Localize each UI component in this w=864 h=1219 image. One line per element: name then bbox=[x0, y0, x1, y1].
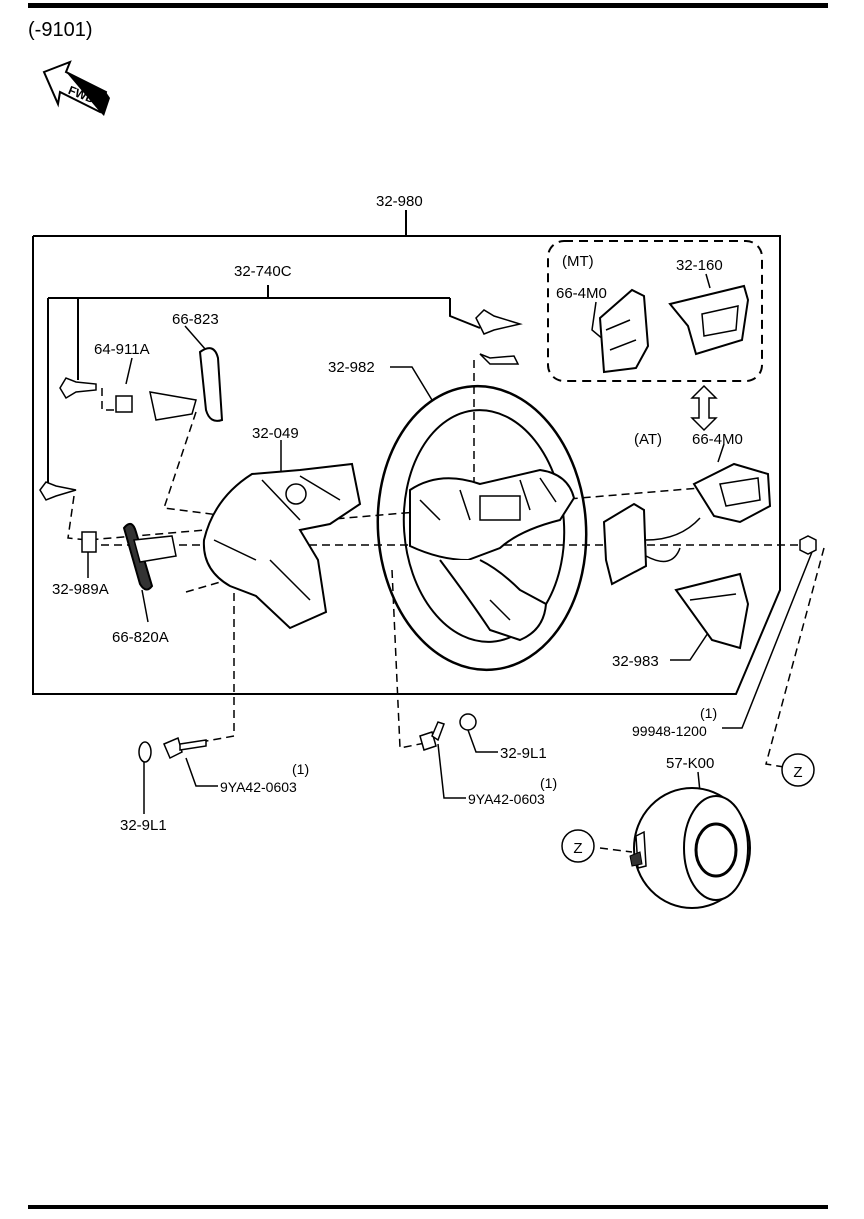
callout-lower-cover: 32-983 bbox=[612, 653, 659, 670]
top-rule bbox=[28, 3, 828, 8]
fastener-drawings bbox=[138, 535, 817, 763]
mt-variant-label: (MT) bbox=[562, 253, 594, 270]
zone-marker-a-label: Z bbox=[793, 764, 802, 781]
zone-marker-circle-b: Z bbox=[561, 829, 595, 863]
mt-bezel-drawing bbox=[668, 284, 750, 356]
callout-steering-assembly: 32-980 bbox=[376, 193, 423, 210]
at-variant-label: (AT) bbox=[634, 431, 662, 448]
zone-marker-circle-a: Z bbox=[781, 753, 815, 787]
mt-switch-drawing bbox=[598, 288, 650, 374]
callout-bolt-center: 9YA42-0603 bbox=[468, 791, 545, 807]
paddle-66-820A-drawing bbox=[122, 522, 177, 591]
callout-mt-switch: 66-4M0 bbox=[556, 285, 607, 302]
callout-airbag: 57-K00 bbox=[666, 755, 714, 772]
callout-cap-right: 32-9L1 bbox=[500, 745, 547, 762]
callout-at-switch: 66-4M0 bbox=[692, 431, 743, 448]
nut-qty: (1) bbox=[700, 705, 717, 721]
lower-cover-drawing bbox=[674, 572, 750, 650]
assembly-frame bbox=[32, 210, 781, 695]
callout-paddle-right: 66-823 bbox=[172, 311, 219, 328]
callout-switch-part: 64-911A bbox=[94, 341, 150, 358]
paddle-66-823-drawing bbox=[149, 347, 224, 422]
callout-clip: 32-989A bbox=[52, 581, 109, 598]
callout-cap-left: 32-9L1 bbox=[120, 817, 167, 834]
callout-paddle-left: 66-820A bbox=[112, 629, 169, 646]
callout-wheel: 32-982 bbox=[328, 359, 375, 376]
steering-wheel-drawing bbox=[376, 384, 588, 672]
callout-nut: 99948-1200 bbox=[632, 723, 707, 739]
mt-variant-box bbox=[547, 240, 763, 382]
small-parts-drawing bbox=[39, 309, 523, 553]
callout-mt-bezel: 32-160 bbox=[676, 257, 723, 274]
zone-marker-b-label: Z bbox=[573, 840, 582, 857]
rear-cover-drawing bbox=[202, 462, 362, 630]
callout-rear-cover: 32-049 bbox=[252, 425, 299, 442]
header-code: (-9101) bbox=[28, 19, 92, 41]
fwd-arrow-icon: FWD bbox=[42, 60, 110, 116]
callout-cover-set: 32-740C bbox=[234, 263, 292, 280]
bottom-rule bbox=[28, 1205, 828, 1209]
bolt-left-qty: (1) bbox=[292, 761, 309, 777]
bolt-center-qty: (1) bbox=[540, 775, 557, 791]
airbag-drawing bbox=[629, 787, 751, 909]
at-switch-drawing bbox=[602, 462, 772, 586]
callout-bolt-left: 9YA42-0603 bbox=[220, 779, 297, 795]
swap-arrow-icon bbox=[690, 384, 718, 432]
